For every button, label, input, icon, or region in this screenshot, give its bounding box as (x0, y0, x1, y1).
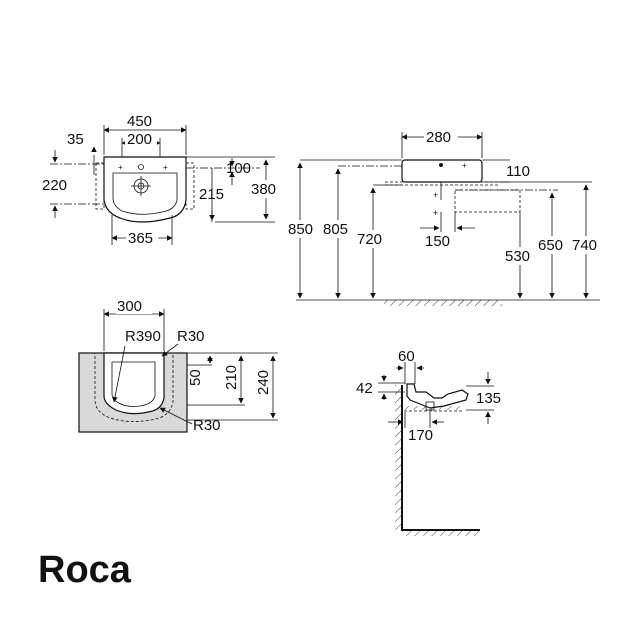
dim-height-110: 110 (506, 163, 530, 180)
basin-inner-bowl (112, 172, 178, 215)
dim-cutout-50: 50 (187, 369, 204, 386)
svg-text:+: + (118, 163, 123, 172)
roca-logo-text: Roca (38, 549, 132, 591)
dim-height-740: 740 (572, 237, 597, 254)
floor-hatch (384, 300, 502, 306)
basin-outline (103, 156, 187, 223)
dim-height-220: 220 (42, 177, 67, 194)
side-view: + + + 280 110 850 805 720 1 (286, 129, 606, 306)
dim-depth-100: 100 (226, 160, 251, 177)
cutout-shape (103, 352, 165, 415)
svg-text:+: + (433, 208, 438, 218)
dim-depth-215: 215 (199, 186, 224, 203)
dim-cutout-240: 240 (255, 370, 272, 395)
dim-section-135: 135 (476, 390, 501, 407)
dim-height-530: 530 (505, 248, 530, 265)
svg-text:+: + (163, 163, 168, 172)
dim-cutout-300: 300 (117, 298, 142, 315)
cutout-view: 300 R390 R30 R30 50 210 240 (78, 298, 278, 434)
dim-section-170: 170 (408, 427, 433, 444)
left-flange (95, 162, 105, 210)
dim-cutout-210: 210 (223, 365, 240, 390)
label-radius-390: R390 (125, 328, 161, 345)
top-view: + + 450 200 35 220 100 215 (42, 113, 282, 247)
dim-section-42: 42 (356, 380, 373, 397)
dim-35: 35 (67, 131, 84, 148)
svg-text:+: + (462, 161, 467, 170)
dim-width-450: 450 (127, 113, 152, 130)
dim-width-280: 280 (426, 129, 451, 146)
roca-logo: Roca (38, 549, 132, 591)
dim-depth-380: 380 (251, 181, 276, 198)
basin-section (406, 383, 469, 409)
label-radius-30-bottom: R30 (193, 417, 221, 434)
dim-tap-spacing-200: 200 (127, 131, 152, 148)
svg-text:+: + (433, 190, 438, 200)
right-flange (185, 162, 195, 210)
dim-height-850: 850 (288, 221, 313, 238)
dim-height-805: 805 (323, 221, 348, 238)
dim-height-650: 650 (538, 237, 563, 254)
dim-section-60: 60 (398, 348, 415, 365)
dim-bottom-365: 365 (128, 230, 153, 247)
section-view: 60 42 135 170 (356, 348, 501, 536)
dim-drain-150: 150 (425, 233, 450, 250)
tap-hole (138, 164, 144, 170)
dim-height-720: 720 (357, 231, 382, 248)
label-radius-30-top: R30 (177, 328, 205, 345)
